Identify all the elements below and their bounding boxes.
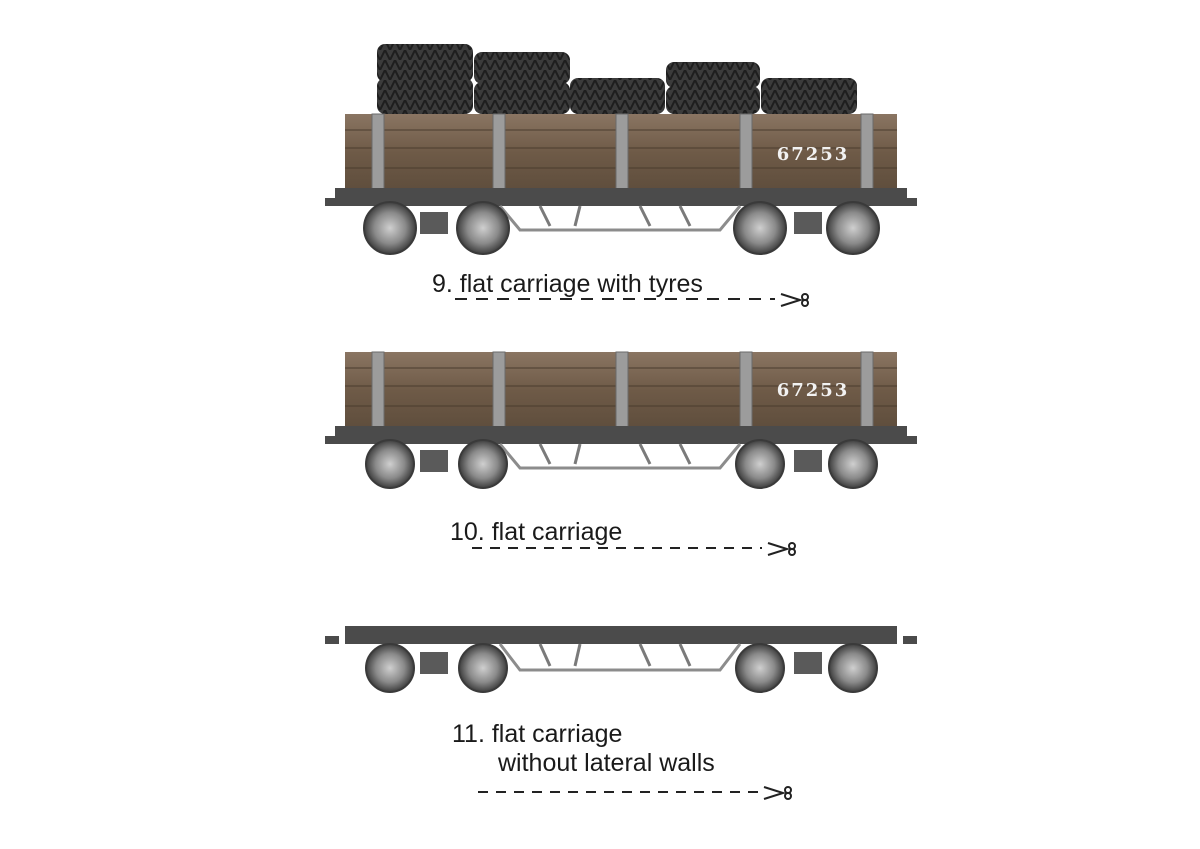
wheels <box>365 439 878 489</box>
wagon-body: 67253 <box>345 113 897 197</box>
caption-wagon-10: 10. flat carriage <box>450 520 622 545</box>
wagon-number: 67253 <box>777 380 850 401</box>
tyres-load <box>377 44 857 114</box>
scissors-icon <box>780 293 809 307</box>
wagon-body: 67253 <box>345 351 897 435</box>
underframe <box>325 626 917 674</box>
scissors-icon <box>763 786 792 800</box>
caption-line: 10. flat carriage <box>450 518 623 546</box>
caption-wagon-9: 9. flat carriage with tyres <box>432 272 703 297</box>
caption-line: without lateral walls <box>498 749 715 777</box>
wagon-9: 67253 <box>320 40 920 255</box>
wheels <box>363 201 880 255</box>
caption-line: 9. flat carriage with tyres <box>432 270 703 298</box>
wagon-11 <box>320 606 920 701</box>
cut-line-11 <box>478 786 792 800</box>
cut-line-10 <box>472 542 796 556</box>
caption-wagon-11: 11. flat carriage without lateral walls <box>452 722 715 776</box>
scissors-icon <box>767 542 796 556</box>
cut-line-9 <box>455 293 809 307</box>
wagon-number: 67253 <box>777 144 850 165</box>
caption-line: 11. flat carriage <box>452 720 623 748</box>
wagon-10: 67253 <box>320 274 920 489</box>
wheels <box>365 643 878 693</box>
